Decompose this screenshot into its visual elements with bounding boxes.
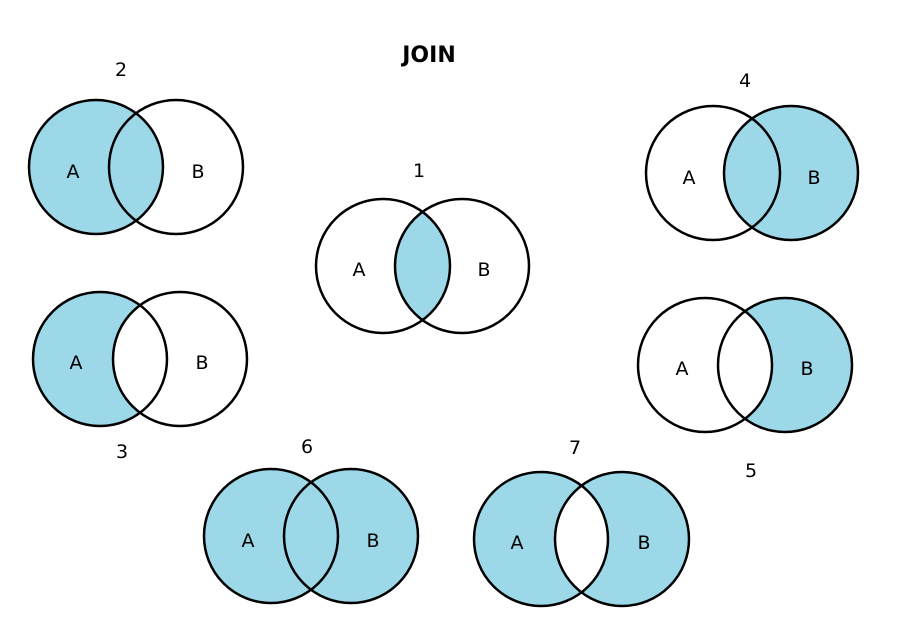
venn-5-shading (718, 298, 852, 432)
venn-4-circle-b (722, 104, 860, 242)
venn-5: A B 5 (636, 296, 854, 482)
venn-2-number: 2 (115, 59, 127, 81)
venn-2-shading (29, 100, 163, 234)
venn-2-label-a: A (67, 161, 80, 183)
venn-2: A B 2 (27, 59, 245, 236)
venn-1-number: 1 (413, 160, 425, 182)
venn-7-circle-a (472, 470, 610, 608)
venn-1-circle-b (393, 197, 531, 335)
venn-2-circle-a (27, 98, 165, 236)
venn-7: A B 7 (472, 437, 691, 608)
venn-7-number: 7 (569, 437, 581, 459)
venn-6-label-a: A (242, 530, 255, 552)
venn-6-circle-b (282, 467, 420, 605)
venn-4-label-a: A (683, 167, 696, 189)
venn-1-label-a: A (353, 259, 366, 281)
venn-6-number: 6 (301, 436, 313, 458)
venn-3-shading (33, 292, 167, 426)
venn-7-circle-b (553, 470, 691, 608)
venn-6-circle-a (202, 467, 340, 605)
venn-3-circle-a (31, 290, 169, 428)
venn-1-label-b: B (477, 259, 490, 281)
venn-1: A B 1 (314, 160, 531, 335)
venn-5-circle-a (636, 296, 774, 434)
venn-4-shading (724, 106, 858, 240)
venn-7-label-b: B (637, 532, 650, 554)
venn-5-circle-b (716, 296, 854, 434)
venn-6: A B 6 (202, 436, 420, 605)
diagram-title: JOIN (400, 43, 456, 68)
venn-3: A B 3 (31, 290, 249, 463)
venn-4-circle-a (644, 104, 782, 242)
venn-7-shading (474, 472, 689, 606)
venn-3-label-a: A (70, 352, 83, 374)
venn-4-number: 4 (739, 70, 751, 92)
venn-4-label-b: B (807, 167, 820, 189)
venn-3-number: 3 (116, 441, 128, 463)
venn-4: A B 4 (644, 70, 860, 242)
venn-6-label-b: B (366, 530, 379, 552)
venn-3-label-b: B (195, 352, 208, 374)
venn-6-shading (204, 469, 418, 603)
venn-3-circle-b (111, 290, 249, 428)
venn-1-circle-a (314, 197, 452, 335)
venn-7-label-a: A (511, 532, 524, 554)
venn-5-number: 5 (745, 460, 757, 482)
venn-1-shading (395, 199, 450, 333)
venn-5-label-b: B (800, 358, 813, 380)
venn-5-label-a: A (676, 358, 689, 380)
venn-2-label-b: B (191, 161, 204, 183)
venn-2-circle-b (107, 98, 245, 236)
